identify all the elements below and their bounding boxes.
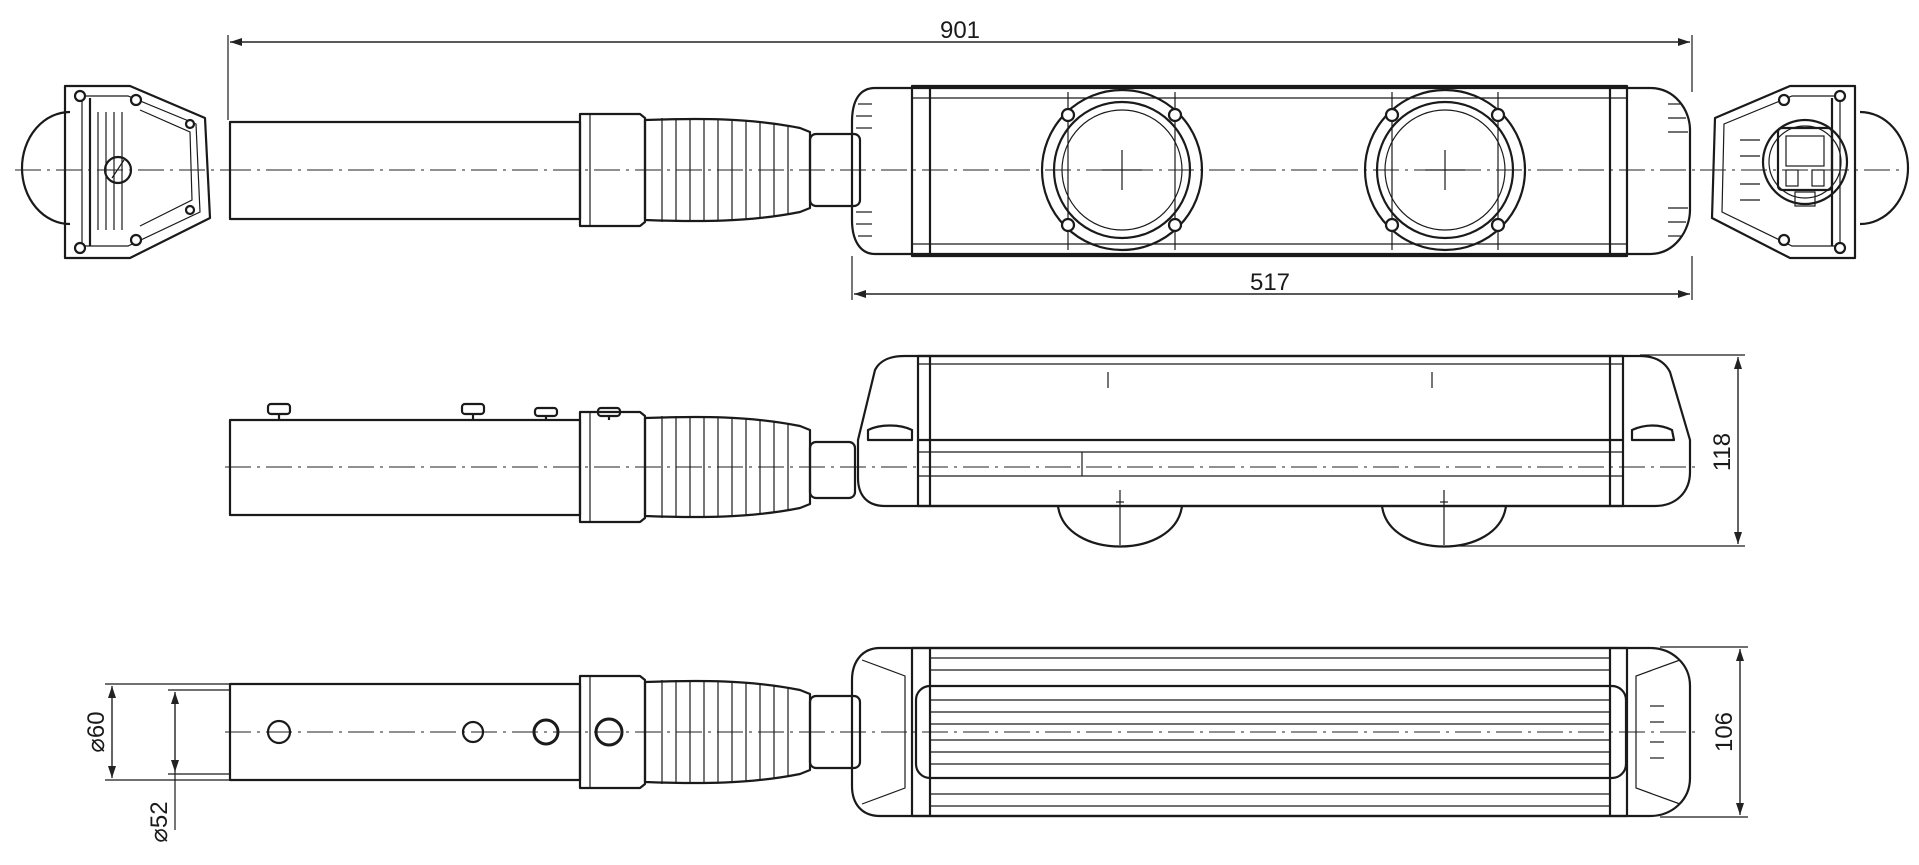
lens-2-side <box>1380 505 1508 548</box>
screw-icon <box>1777 93 1791 107</box>
bottom-view <box>225 646 1700 818</box>
dimension-overall-length: 901 <box>227 17 1693 120</box>
screw-icon <box>184 204 196 216</box>
screw-icon <box>1384 107 1400 123</box>
screw-icon <box>1490 107 1506 123</box>
dimension-106-label: 106 <box>1711 712 1738 752</box>
dimension-118-label: 118 <box>1709 433 1736 471</box>
top-view <box>225 84 1700 258</box>
dimension-pipe-inner-diameter: ⌀52 <box>146 689 230 843</box>
dimension-head-length: 517 <box>851 256 1693 300</box>
mounting-hole <box>266 719 292 745</box>
screw-icon <box>1777 233 1791 247</box>
screw-icon <box>129 233 143 247</box>
mounting-hole <box>532 718 560 746</box>
bolt-icon <box>533 406 559 420</box>
screw-icon <box>1384 217 1400 233</box>
screw-icon <box>1833 241 1847 255</box>
left-end-view <box>15 84 225 260</box>
screw-icon <box>1167 107 1183 123</box>
luminaire-head-side <box>856 354 1692 508</box>
side-view <box>225 354 1700 548</box>
bolt-icon <box>266 402 292 420</box>
dimension-side-height: 118 <box>1450 354 1745 547</box>
screw-icon <box>73 241 87 255</box>
screw-icon <box>1060 217 1076 233</box>
screw-icon <box>73 89 87 103</box>
dimension-dia60-label: ⌀60 <box>83 711 110 752</box>
lens-1-side <box>1056 505 1184 548</box>
dimension-517-label: 517 <box>1250 269 1290 296</box>
screw-icon <box>1167 217 1183 233</box>
screw-icon <box>129 93 143 107</box>
luminaire-head <box>850 86 1692 256</box>
screw-icon <box>1833 89 1847 103</box>
right-end-view <box>1700 84 1910 260</box>
screw-icon <box>1490 217 1506 233</box>
luminaire-head-bottom <box>850 646 1692 818</box>
screw-icon <box>1060 107 1076 123</box>
bolt-icon <box>596 406 622 420</box>
dimension-pipe-outer-diameter: ⌀60 <box>83 683 230 781</box>
dimension-901-label: 901 <box>940 17 980 44</box>
dimension-bottom-height: 106 <box>1660 646 1748 818</box>
mounting-hole <box>461 720 485 744</box>
screw-icon <box>184 118 196 130</box>
bolt-icon <box>460 402 486 420</box>
mounting-hole <box>594 717 624 747</box>
connector-socket <box>1761 118 1849 206</box>
dimension-dia52-label: ⌀52 <box>146 801 173 842</box>
lens-1 <box>1040 88 1204 252</box>
lens-2 <box>1363 88 1527 252</box>
